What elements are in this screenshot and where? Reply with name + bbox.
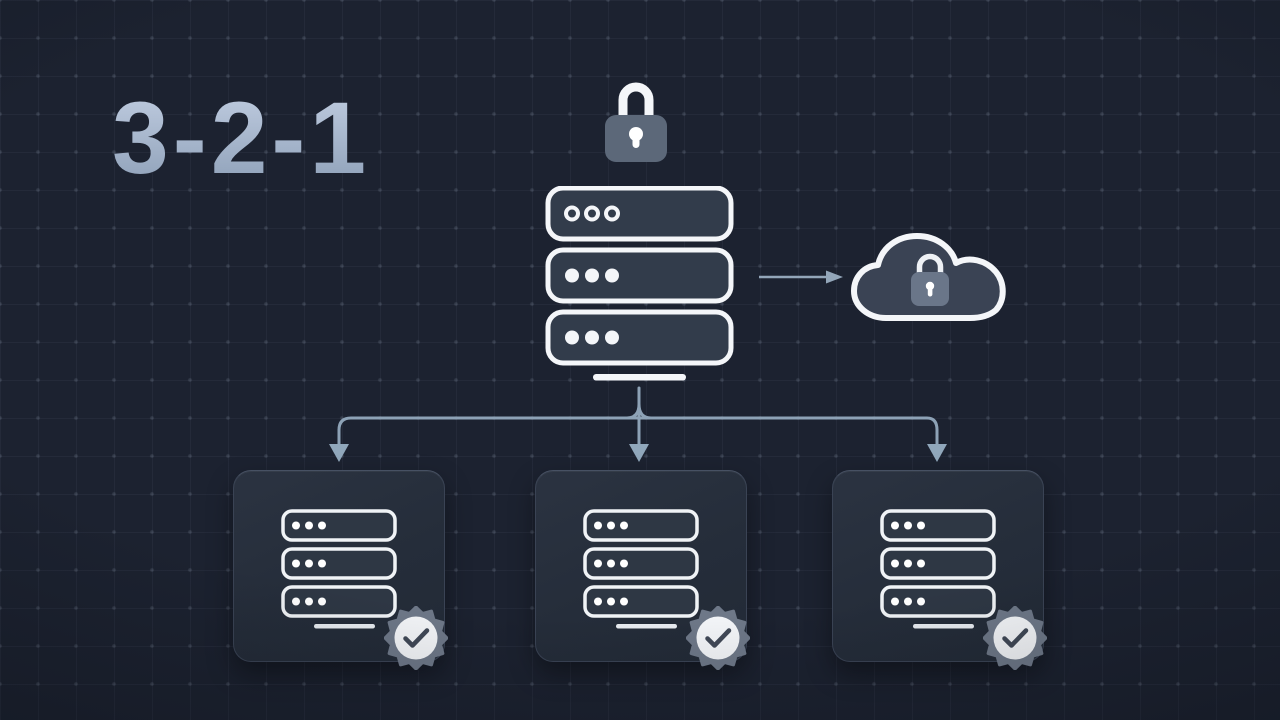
page-title: 3-2-1	[112, 81, 371, 195]
backup-card-2	[535, 470, 750, 670]
server-stack-icon	[281, 509, 397, 629]
arrow-right-icon	[759, 270, 843, 284]
check-badge-icon	[686, 606, 750, 670]
server-stack-icon	[880, 509, 996, 629]
lock-icon	[605, 82, 667, 162]
branch-arrows-icon	[329, 386, 947, 462]
cloud-lock-icon	[851, 233, 1006, 321]
backup-card-1	[233, 470, 448, 670]
primary-server-stack-icon	[545, 186, 734, 381]
server-stack-icon	[583, 509, 699, 629]
check-badge-icon	[384, 606, 448, 670]
check-badge-icon	[983, 606, 1047, 670]
backup-card-3	[832, 470, 1047, 670]
